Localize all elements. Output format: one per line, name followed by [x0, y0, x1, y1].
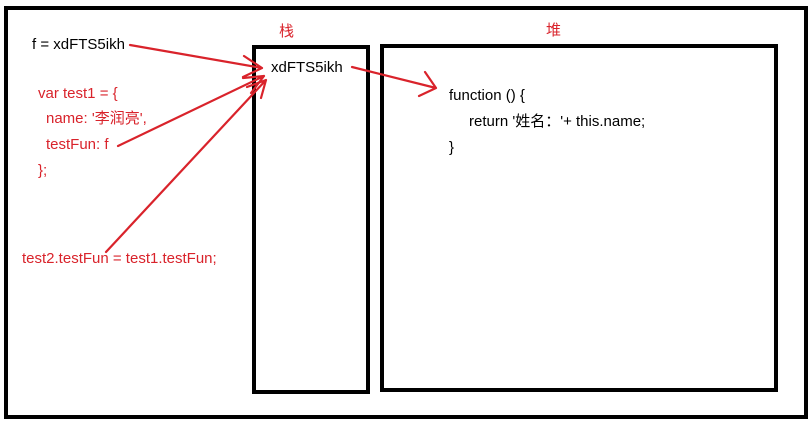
stack-box	[252, 45, 370, 394]
test1-close-line: };	[38, 162, 48, 179]
heap-function-open: function () {	[449, 87, 525, 104]
outer-frame	[4, 6, 808, 419]
test1-name-line: name: '李润亮',	[46, 110, 147, 127]
heap-label: 堆	[546, 22, 562, 39]
heap-function-return: return '姓名：'+ this.name;	[469, 113, 646, 130]
heap-box	[380, 44, 778, 392]
variable-f-line: f = xdFTS5ikh	[32, 36, 125, 53]
test1-open-line: var test1 = {	[38, 85, 118, 102]
heap-function-close: }	[449, 139, 455, 156]
stack-label: 栈	[279, 23, 295, 40]
stack-address: xdFTS5ikh	[271, 59, 343, 76]
test1-fun-line: testFun: f	[46, 136, 109, 153]
assign-line: test2.testFun = test1.testFun;	[22, 250, 217, 267]
